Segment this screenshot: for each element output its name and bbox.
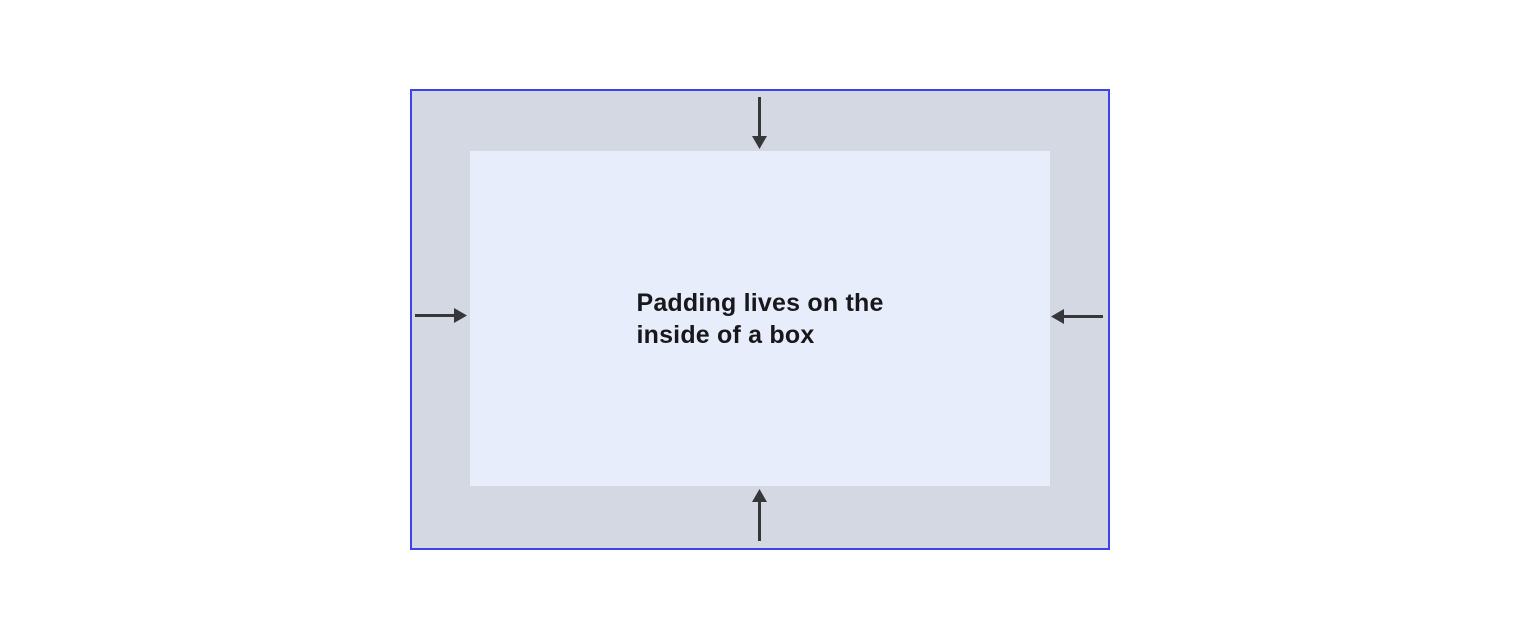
- arrow-left-icon: [1051, 309, 1103, 324]
- diagram-label: Padding lives on the inside of a box: [636, 288, 884, 349]
- arrow-up-icon: [752, 489, 767, 541]
- arrow-down-icon: [752, 97, 767, 149]
- arrow-right-icon: [415, 308, 467, 323]
- content-box: Padding lives on the inside of a box: [470, 151, 1050, 486]
